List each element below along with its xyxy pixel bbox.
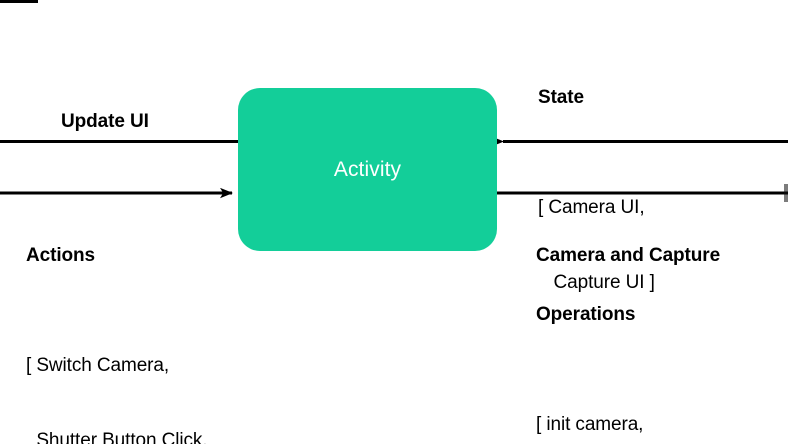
list-item: Shutter Button Click,	[26, 430, 208, 444]
block-actions: Actions [ Switch Camera, Shutter Button …	[26, 208, 254, 444]
node-activity-label: Activity	[333, 158, 402, 181]
list-item: Capture UI ]	[538, 272, 655, 293]
list-item: [ Switch Camera,	[26, 355, 170, 376]
block-state-title: State	[538, 87, 584, 108]
cropped-line-stub	[0, 0, 38, 3]
block-camera-operations-title-line-2: Operations	[536, 304, 636, 325]
list-item: [ Camera UI,	[538, 197, 645, 218]
node-activity[interactable]: Activity	[238, 88, 497, 251]
cropped-arrow-tick	[784, 184, 788, 202]
block-camera-operations-title-line-1: Camera and Capture	[536, 245, 721, 266]
list-item: [ init camera,	[536, 414, 644, 435]
block-camera-operations: Camera and Capture Operations [ init cam…	[536, 208, 720, 444]
block-camera-operations-list: [ init camera, start preview, stop previ…	[536, 362, 720, 444]
edge-label-update-ui: Update UI	[61, 111, 149, 132]
block-state-list: [ Camera UI, Capture UI ]	[538, 145, 655, 345]
block-actions-title: Actions	[26, 245, 95, 266]
block-state: State [ Camera UI, Capture UI ]	[538, 50, 655, 381]
block-actions-list: [ Switch Camera, Shutter Button Click, C…	[26, 303, 254, 444]
